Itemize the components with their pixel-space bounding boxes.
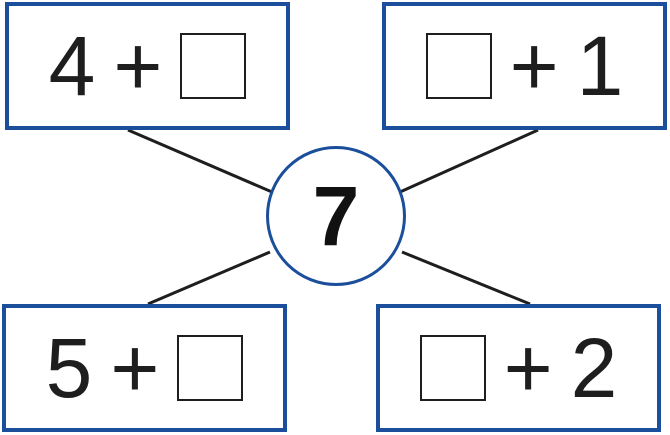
equation-box-bottom-left: 5 + [2, 304, 287, 432]
answer-blank[interactable] [425, 33, 492, 99]
answer-blank[interactable] [180, 33, 247, 99]
connector-bottom-left [147, 250, 271, 306]
plus-sign: + [503, 321, 553, 415]
connector-top-left [127, 128, 273, 194]
addend-right-digit: 2 [570, 321, 618, 415]
addend-right-digit: 1 [576, 19, 624, 113]
plus-sign: + [110, 321, 160, 415]
answer-blank[interactable] [419, 335, 486, 401]
connector-top-right [399, 128, 539, 194]
center-sum-circle: 7 [266, 146, 406, 286]
equation-box-bottom-right: + 2 [376, 304, 661, 432]
answer-blank[interactable] [177, 335, 244, 401]
equation-box-top-right: + 1 [382, 2, 667, 130]
equation-box-top-left: 4 + [5, 2, 290, 130]
connector-bottom-right [401, 250, 531, 306]
addend-left-digit: 4 [48, 19, 96, 113]
addend-left-digit: 5 [45, 321, 93, 415]
center-sum-value: 7 [312, 168, 360, 263]
plus-sign: + [509, 19, 559, 113]
plus-sign: + [113, 19, 163, 113]
